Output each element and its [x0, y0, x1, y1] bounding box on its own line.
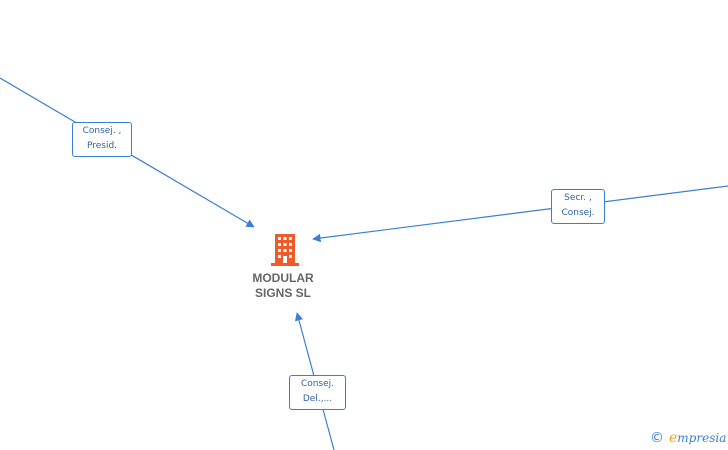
relation-label[interactable]: Consej. Del.,...: [289, 375, 346, 410]
relation-label-line2: Consej.: [561, 208, 595, 218]
brand-logo: © empresia: [650, 429, 726, 447]
relation-label-line1: Consej.: [300, 379, 335, 389]
relation-label-line2: Del.,...: [302, 394, 333, 404]
relation-label-line1: Secr. ,: [564, 193, 592, 203]
relation-label[interactable]: Consej. , Presid.: [72, 122, 132, 157]
brand-name: empresia: [669, 430, 726, 446]
brand-name-rest: mpresia: [677, 431, 727, 445]
relation-label-line1: Consej. ,: [82, 126, 122, 136]
building-icon[interactable]: [270, 233, 300, 267]
edge-2: [312, 185, 728, 243]
company-name-line1: MODULAR: [252, 271, 314, 285]
company-name[interactable]: MODULAR SIGNS SL: [233, 271, 333, 301]
relation-label[interactable]: Secr. , Consej.: [551, 189, 605, 224]
company-name-line2: SIGNS SL: [254, 286, 311, 300]
relation-label-line2: Presid.: [86, 141, 118, 151]
copyright-icon: ©: [650, 430, 664, 446]
brand-initial: e: [669, 430, 678, 446]
